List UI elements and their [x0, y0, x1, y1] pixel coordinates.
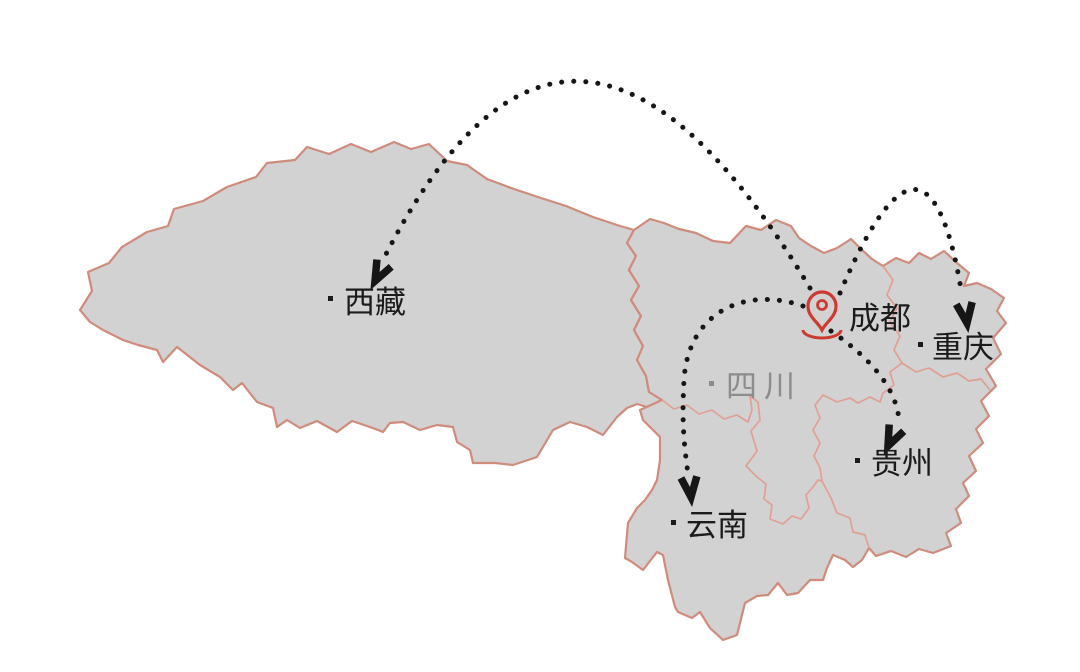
label-dot-chongqing [918, 342, 923, 347]
route-chengdu-chongqing [837, 187, 965, 298]
route-chengdu-xizang [379, 79, 813, 291]
region-label-guizhou: 贵州 [871, 446, 933, 481]
arrowhead-yunnan-icon [677, 475, 701, 508]
border-yunnan-guizhou [821, 480, 870, 549]
location-pin-icon [801, 290, 843, 340]
label-dot-xizang [328, 296, 333, 301]
region-label-xizang: 西藏 [344, 285, 406, 320]
region-east-block-shape [623, 217, 1008, 642]
region-label-yunnan: 云南 [686, 508, 748, 543]
arrowhead-chongqing-icon [953, 301, 976, 333]
border-sichuan-guizhou [812, 362, 903, 482]
label-dot-guizhou [855, 458, 860, 463]
arrowhead-guizhou-icon [883, 424, 907, 456]
region-label-sichuan: 四川 [726, 369, 802, 404]
label-dot-sichuan [709, 381, 714, 386]
city-label-chengdu: 成都 [849, 301, 911, 336]
pin-body [806, 290, 838, 334]
label-dot-yunnan [671, 520, 676, 525]
region-label-chongqing: 重庆 [932, 330, 994, 365]
border-sichuan-yunnan [661, 395, 823, 525]
pin-base-ring [801, 329, 843, 340]
border-sichuan-chongqing [882, 265, 903, 364]
border-chongqing-guizhou [901, 362, 991, 391]
arrowhead-xizang-icon [370, 259, 394, 290]
pin-inner-circle [816, 299, 828, 311]
